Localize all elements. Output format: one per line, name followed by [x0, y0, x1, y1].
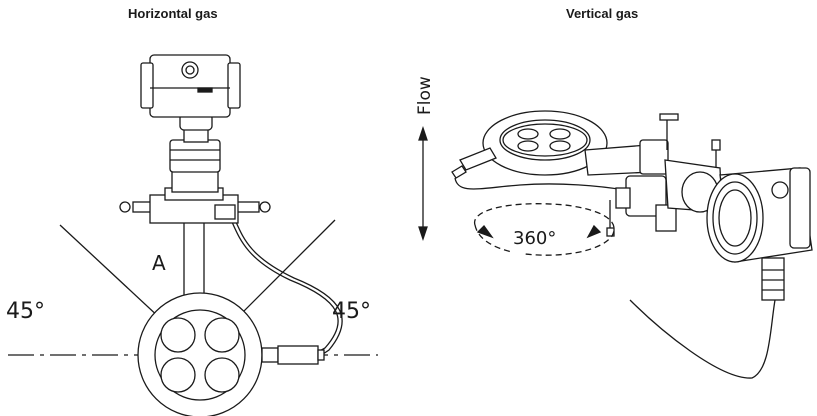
rotation-label: 360° — [513, 228, 556, 249]
flow-arrow — [418, 125, 428, 242]
label-a: A — [152, 251, 166, 275]
rotation-arrow-left — [476, 225, 494, 239]
sensor-plug — [261, 345, 325, 365]
flow-label: Flow — [415, 76, 435, 115]
manifold — [119, 187, 271, 224]
primary-element-ring — [137, 292, 263, 416]
primary-element-ring — [482, 110, 608, 176]
angle-label-right: 45° — [332, 299, 371, 324]
vertical-gas-title: Vertical gas — [566, 6, 639, 21]
horizontal-gas-title: Horizontal gas — [128, 6, 218, 21]
rotation-indicator — [474, 203, 615, 256]
rotation-arrow-right — [586, 224, 602, 239]
impulse-tube — [454, 177, 626, 191]
transmitter-housing — [706, 167, 813, 263]
impulse-tube — [231, 221, 339, 353]
transmitter-housing — [140, 54, 241, 118]
impulse-tube-lower — [629, 299, 776, 379]
sensor-module — [169, 113, 221, 193]
angle-label-left: 45° — [6, 299, 45, 324]
vertical-gas-installation — [418, 110, 813, 379]
horizontal-gas-installation — [8, 54, 378, 416]
sensor-plug — [451, 147, 497, 179]
